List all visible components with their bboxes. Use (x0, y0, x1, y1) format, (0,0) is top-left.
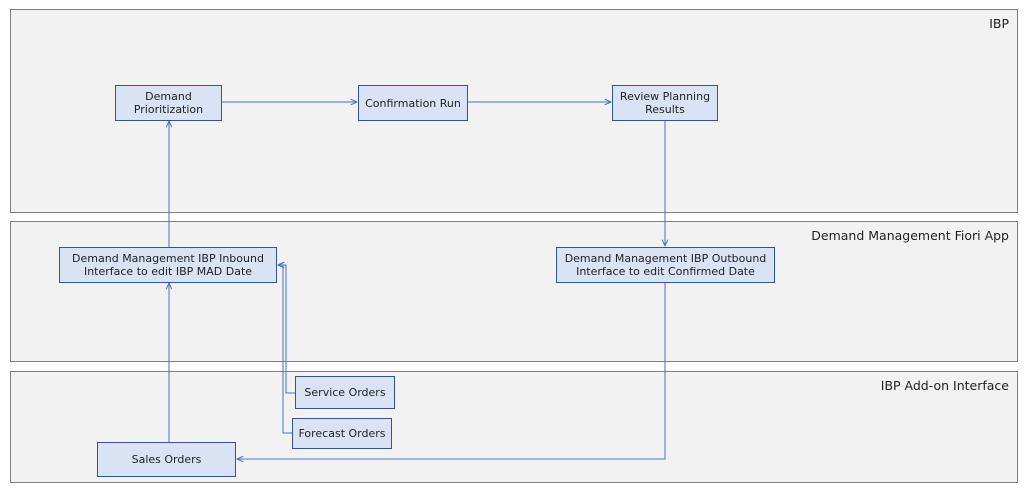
node-sales-orders[interactable]: Sales Orders (97, 442, 236, 477)
lane-fiori: Demand Management Fiori App (10, 221, 1018, 362)
node-demand-prioritization[interactable]: Demand Prioritization (115, 85, 222, 121)
node-outbound-interface[interactable]: Demand Management IBP Outbound Interface… (556, 247, 775, 283)
node-review-planning-results[interactable]: Review Planning Results (612, 85, 718, 121)
lane-title-ibp: IBP (989, 16, 1009, 31)
lane-title-fiori: Demand Management Fiori App (811, 228, 1009, 243)
lane-title-addon: IBP Add-on Interface (880, 378, 1009, 393)
node-service-orders[interactable]: Service Orders (295, 376, 395, 409)
node-inbound-interface[interactable]: Demand Management IBP Inbound Interface … (59, 247, 277, 283)
node-confirmation-run[interactable]: Confirmation Run (358, 85, 468, 121)
node-forecast-orders[interactable]: Forecast Orders (292, 418, 392, 449)
